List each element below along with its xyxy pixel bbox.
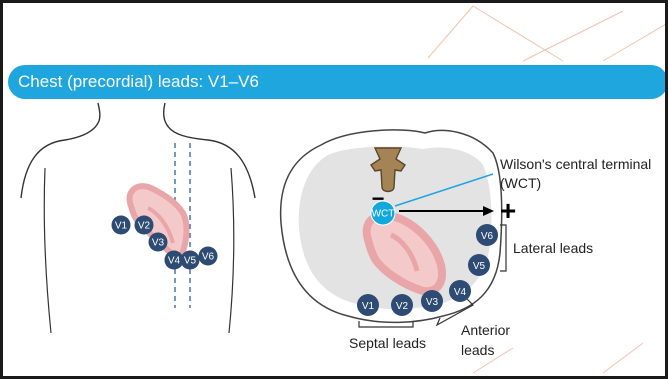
electrode-label: V5 <box>473 261 486 272</box>
thorax-cross-section: WCT − + Wilson's central terminal (WCT) … <box>281 130 652 358</box>
diagram-canvas: V1 V2 V3 V4 V5 V6 <box>3 3 668 379</box>
electrode-label: V1 <box>362 301 375 312</box>
chest-electrode-v5: V5 <box>181 251 200 270</box>
torso-outline-right <box>164 103 255 198</box>
chest-electrode-v6: V6 <box>199 247 218 266</box>
thorax-electrode-v2: V2 <box>391 294 413 316</box>
electrode-label: V4 <box>454 287 467 298</box>
electrode-label: V1 <box>115 221 128 232</box>
chest-electrode-v1: V1 <box>112 216 131 235</box>
plus-sign: + <box>500 195 516 226</box>
chest-electrode-v3: V3 <box>149 233 168 252</box>
thorax-electrode-v4: V4 <box>449 280 471 302</box>
electrode-label: V5 <box>184 256 197 267</box>
anterior-leads-label-line1: Anterior <box>461 322 510 338</box>
anterior-leads-label-line2: leads <box>461 342 494 358</box>
thorax-electrode-v1: V1 <box>357 294 379 316</box>
electrode-label: V3 <box>426 297 439 308</box>
thorax-electrode-v3: V3 <box>421 290 443 312</box>
wct-description-line2: (WCT) <box>500 175 541 191</box>
wct-description-line1: Wilson's central terminal <box>500 156 651 172</box>
electrode-label: V2 <box>396 301 409 312</box>
minus-sign: − <box>372 186 385 211</box>
lateral-leads-label: Lateral leads <box>513 240 593 256</box>
left-arm-line <box>44 168 51 333</box>
electrode-label: V6 <box>481 231 494 242</box>
torso-outline-left <box>21 103 100 198</box>
chest-electrode-v2: V2 <box>135 216 154 235</box>
septal-leads-label: Septal leads <box>349 335 426 351</box>
thorax-electrode-v6: V6 <box>476 224 498 246</box>
electrode-label: V4 <box>168 256 181 267</box>
right-arm-line <box>229 168 234 333</box>
electrode-label: V2 <box>138 221 151 232</box>
thorax-electrode-v5: V5 <box>468 254 490 276</box>
electrode-label: V6 <box>202 252 215 263</box>
electrode-label: V3 <box>152 238 165 249</box>
